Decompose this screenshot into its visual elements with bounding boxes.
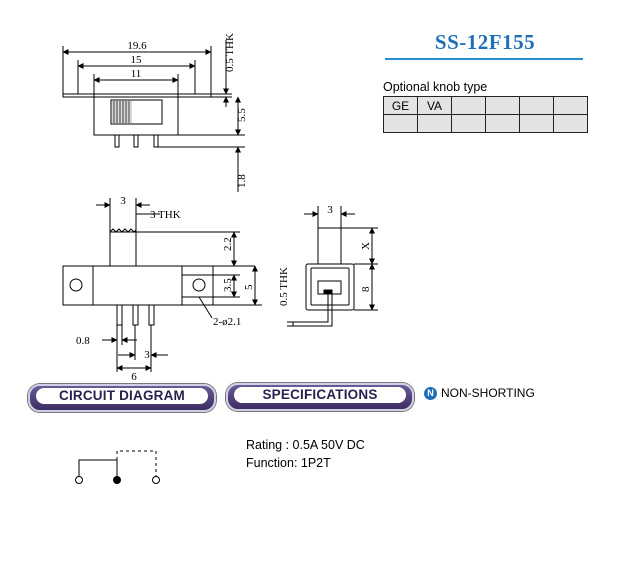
spec-function: Function: 1P2T <box>246 456 331 470</box>
front-view-labels: 3 3 THK 2.2 3.5 5 2-ø2.1 0.8 3 6 <box>76 195 255 383</box>
knob-cell <box>383 114 418 133</box>
knob-cell <box>553 114 588 133</box>
dim-11: 11 <box>131 68 142 80</box>
knob-cell: GE <box>383 96 418 115</box>
dim-side-3: 3 <box>327 204 333 216</box>
dim-2-2: 2.2 <box>222 237 234 251</box>
circuit-schematic <box>75 450 160 484</box>
dim-0-8: 0.8 <box>76 335 90 347</box>
dim-hole: 2-ø2.1 <box>213 316 241 328</box>
dim-8: 8 <box>360 286 372 292</box>
dim-side-0-5-thk: 0.5 THK <box>278 267 290 306</box>
dim-x: X <box>360 242 372 250</box>
knob-type-table: GE VA <box>383 96 588 133</box>
dim-15: 15 <box>131 54 143 66</box>
circuit-diagram-label: CIRCUIT DIAGRAM <box>36 388 208 404</box>
terminal-common <box>113 476 121 484</box>
terminal-left <box>75 476 83 484</box>
circuit-diagram-banner: CIRCUIT DIAGRAM <box>28 384 216 412</box>
dim-3-thk: 3 THK <box>150 209 181 221</box>
knob-cell <box>451 96 486 115</box>
dim-front-3: 3 <box>120 195 126 207</box>
dim-0-5-thk: 0.5 THK <box>224 33 236 72</box>
knob-cell <box>519 114 554 133</box>
title-underline <box>385 58 583 60</box>
dim-5-5: 5.5 <box>236 108 248 122</box>
knob-cell <box>485 96 520 115</box>
dim-19-6: 19.6 <box>127 40 147 52</box>
front-view <box>62 198 262 372</box>
non-shorting-text: NON-SHORTING <box>441 386 535 400</box>
knob-caption: Optional knob type <box>383 80 488 94</box>
knob-cell <box>553 96 588 115</box>
dim-pitch-3: 3 <box>144 349 150 361</box>
dim-3-5: 3.5 <box>222 278 234 292</box>
non-shorting-icon: N <box>424 386 437 400</box>
specifications-label: SPECIFICATIONS <box>234 387 406 403</box>
side-view <box>287 206 378 327</box>
terminal-right <box>152 476 160 484</box>
knob-cell <box>417 114 452 133</box>
dim-6: 6 <box>131 371 137 383</box>
dim-1-8: 1.8 <box>236 174 248 188</box>
specifications-banner: SPECIFICATIONS <box>226 383 414 411</box>
knob-cell <box>451 114 486 133</box>
top-view-labels: 19.6 15 11 0.5 THK 5.5 1.8 <box>127 33 248 188</box>
non-shorting-legend: N NON-SHORTING <box>424 386 535 400</box>
knob-cell <box>519 96 554 115</box>
knob-cell <box>485 114 520 133</box>
dim-5: 5 <box>243 284 255 290</box>
spec-rating: Rating : 0.5A 50V DC <box>246 438 365 452</box>
side-view-labels: 3 X 8 0.5 THK <box>278 204 372 306</box>
knob-cell: VA <box>417 96 452 115</box>
model-title: SS-12F155 <box>434 30 536 54</box>
top-view <box>62 40 245 192</box>
